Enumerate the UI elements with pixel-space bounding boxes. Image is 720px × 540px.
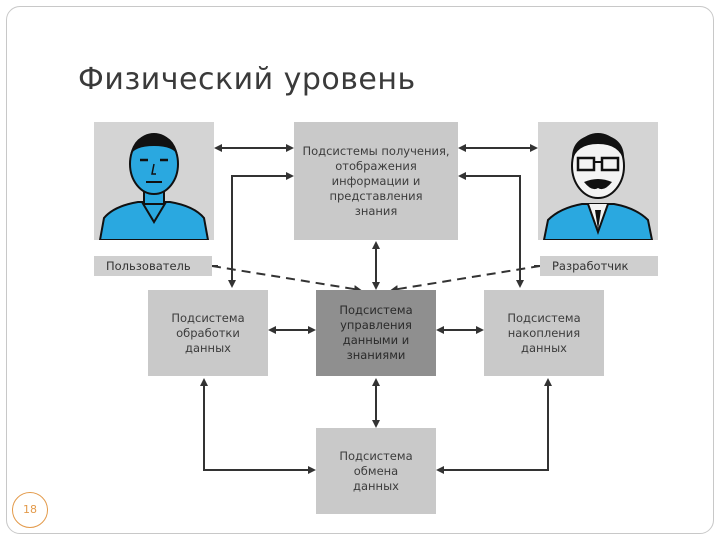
connector-acquisition-accumulation	[458, 172, 524, 288]
page-title: Физический уровень	[78, 62, 416, 97]
developer-photo	[538, 122, 658, 240]
exchange-subsystem-box: Подсистема обмена данных	[316, 428, 436, 514]
processing-subsystem-box: Подсистема обработки данных	[148, 290, 268, 376]
connector-acquisition-processing	[228, 172, 294, 288]
accumulation-subsystem-box: Подсистема накопления данных	[484, 290, 604, 376]
acquisition-subsystem-box: Подсистемы получения, отображения информ…	[294, 122, 458, 240]
developer-portrait-icon	[538, 122, 658, 240]
user-portrait-icon	[94, 122, 214, 240]
management-subsystem-box: Подсистема управления данными и знаниями	[316, 290, 436, 376]
connector-accumulation-exchange	[436, 378, 552, 474]
connector-user-management-dashed	[211, 265, 362, 293]
developer-label: Разработчик	[540, 256, 658, 276]
user-photo	[94, 122, 214, 240]
connector-developer-management-dashed	[390, 265, 541, 293]
page-number: 18	[12, 492, 48, 528]
connector-processing-exchange	[200, 378, 316, 474]
user-label: Пользователь	[94, 256, 212, 276]
